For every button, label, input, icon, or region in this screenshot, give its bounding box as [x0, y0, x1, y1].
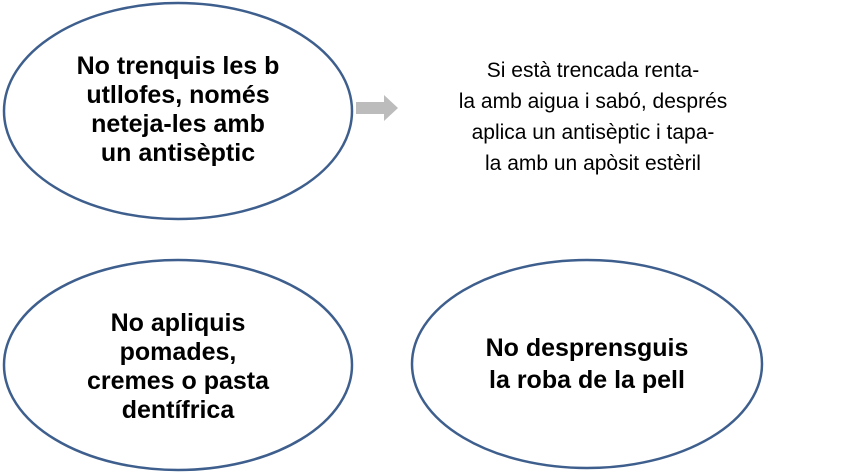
ellipse-creams-line: cremes o pasta	[86, 367, 270, 395]
note-line: Si està trencada renta-	[486, 59, 700, 82]
right-arrow-icon	[356, 95, 398, 121]
ellipse-shape-antiseptic	[2, 1, 354, 221]
ellipse-clothes-line: la roba de la pell	[489, 366, 685, 394]
ellipse-creams-line: dentífrica	[121, 396, 235, 424]
note-line: la amb aigua i sabó, després	[458, 90, 728, 113]
note-line: aplica un antisèptic i tapa-	[471, 121, 715, 144]
ellipse-antiseptic-line: No trenquis les b	[76, 52, 280, 80]
ellipse-antiseptic-line: neteja-les amb	[91, 110, 265, 138]
ellipse-creams-line: No apliquis	[110, 309, 246, 337]
note-text: Si està trencada renta- la amb aigua i s…	[405, 55, 781, 179]
ellipse-shape-creams	[2, 258, 354, 472]
ellipse-creams-line: pomades,	[119, 338, 237, 366]
ellipse-creams-text: No apliquis pomades, cremes o pasta dent…	[40, 287, 316, 447]
ellipse-clothes-text: No desprensguis la roba de la pell	[447, 318, 727, 410]
ellipse-antiseptic-line: utllofes, només	[86, 81, 270, 109]
ellipse-antiseptic-text: No trenquis les b utllofes, només neteja…	[40, 30, 316, 190]
ellipse-antiseptic-line: un antisèptic	[100, 139, 256, 167]
ellipse-clothes-line: No desprensguis	[485, 334, 689, 362]
ellipse-shape-clothes	[410, 258, 764, 470]
note-line: la amb un apòsit estèril	[485, 152, 701, 175]
